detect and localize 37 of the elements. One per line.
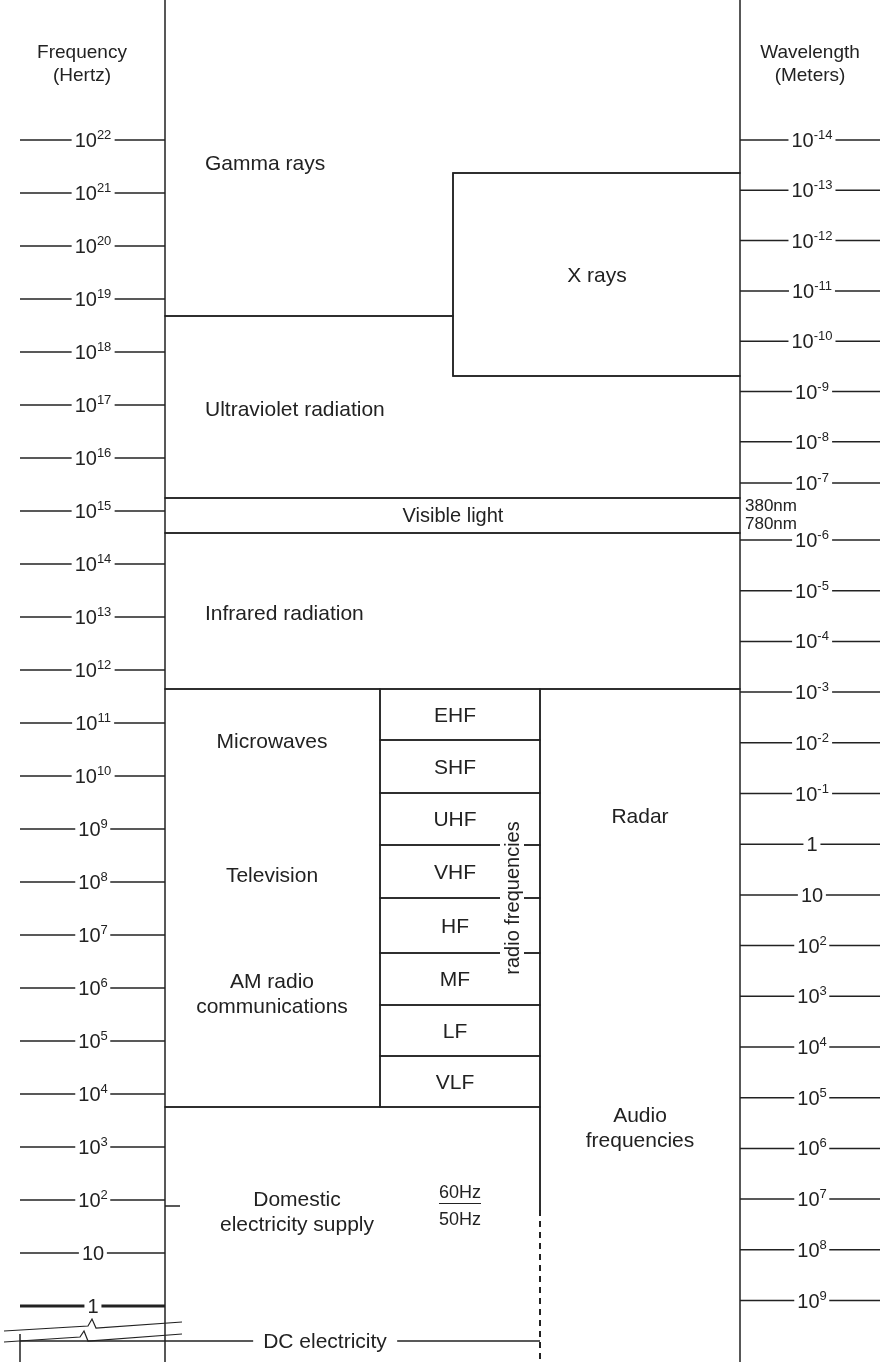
region-label: Television — [225, 862, 319, 887]
band-label: VHF — [434, 858, 476, 884]
band-label: VLF — [435, 1068, 475, 1094]
group-label: radio frequencies — [500, 819, 524, 977]
spectrum-region — [453, 173, 740, 376]
band-label: LF — [442, 1017, 468, 1043]
band-box — [380, 740, 540, 793]
region-label: Ultraviolet radiation — [205, 396, 385, 421]
region-label: Audio frequencies — [584, 1102, 696, 1152]
spectrum-region — [165, 689, 380, 1107]
spectrum-region — [165, 1107, 540, 1362]
axis-title: Frequency (Hertz) — [36, 40, 128, 86]
band-box — [380, 1056, 540, 1107]
frequency-value: 60Hz — [439, 1181, 481, 1204]
band-label: MF — [439, 966, 471, 991]
axis-title: Wavelength (Meters) — [759, 40, 861, 86]
wavelength-value: 380nm — [745, 497, 797, 515]
region-label: Visible light — [402, 503, 504, 527]
spectrum-region — [165, 0, 740, 316]
spectrum-region — [165, 498, 740, 533]
band-label: UHF — [433, 806, 477, 831]
region-label: Infrared radiation — [205, 600, 364, 625]
region-label: Gamma rays — [205, 150, 326, 175]
region-label: Domestic electricity supply — [218, 1186, 376, 1236]
band-label: SHF — [434, 753, 476, 779]
region-label: AM radio communications — [195, 968, 349, 1018]
spectrum-region — [540, 689, 740, 1362]
band-label: EHF — [434, 701, 476, 727]
spectrum-region — [165, 533, 740, 689]
spectrum-region — [165, 316, 740, 498]
region-label: X rays — [567, 262, 627, 287]
region-label: Microwaves — [216, 728, 328, 753]
band-label: HF — [441, 912, 469, 938]
band-box — [380, 1005, 540, 1056]
region-label: Radar — [611, 803, 669, 828]
frequency-value: 50Hz — [439, 1208, 481, 1230]
band-box — [380, 689, 540, 740]
